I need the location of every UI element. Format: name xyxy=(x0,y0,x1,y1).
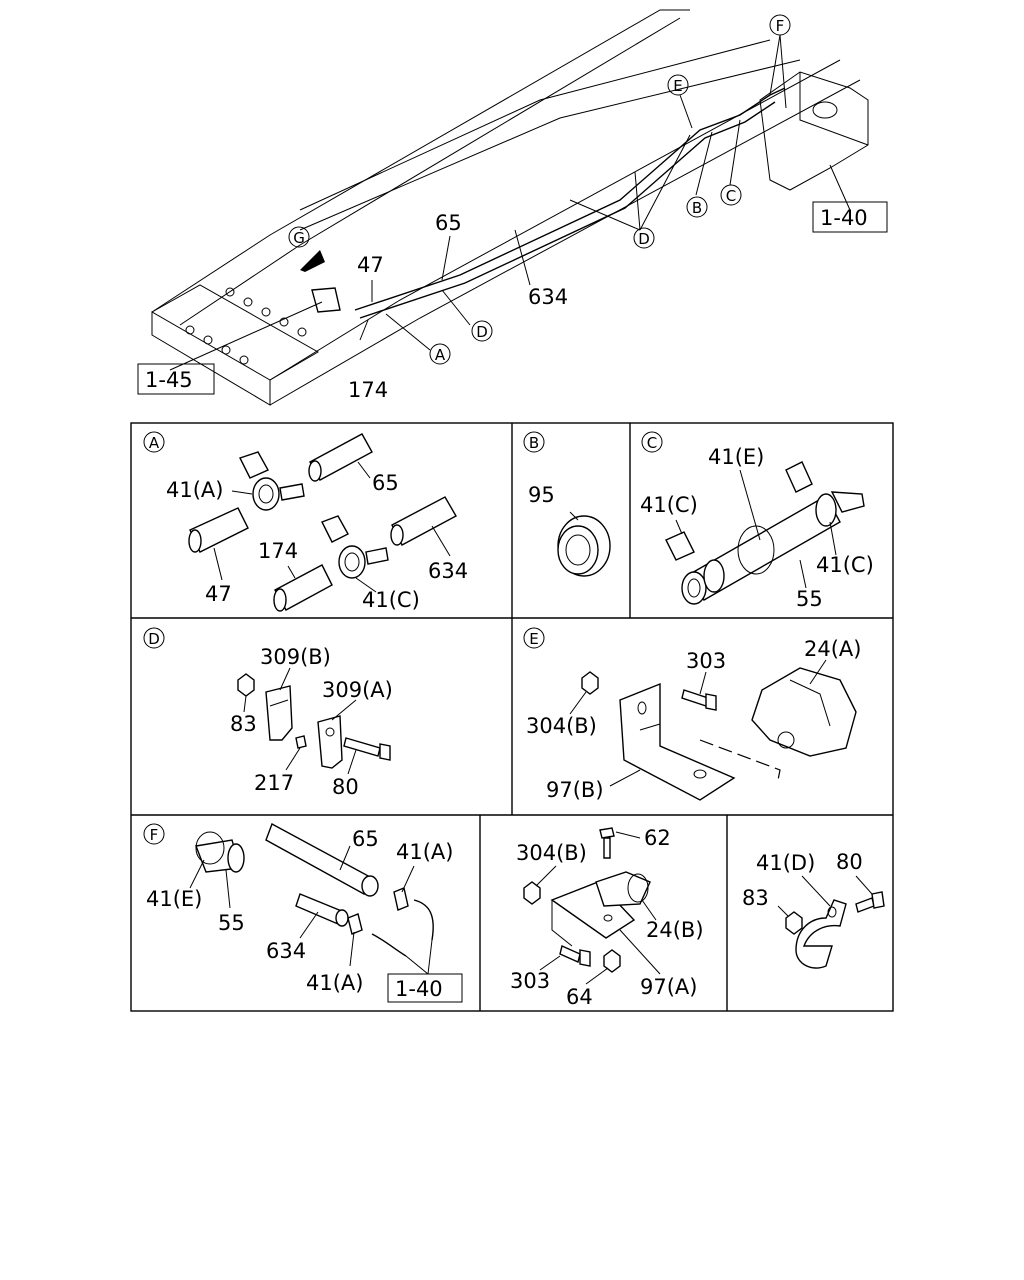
callout-g: G xyxy=(288,226,310,248)
panel-valve-bracket-label-303: 303 xyxy=(510,969,550,993)
panel-d: D 309(B) 309(A) 83 217 80 xyxy=(143,627,393,799)
panel-f-label-41a-bottom: 41(A) xyxy=(306,971,363,995)
panel-valve-bracket-label-62: 62 xyxy=(644,826,671,850)
callout-d-lower: D xyxy=(471,320,493,342)
panel-b-label-95: 95 xyxy=(528,483,555,507)
panel-d-label-83: 83 xyxy=(230,712,257,736)
panel-e-label-304b: 304(B) xyxy=(526,714,597,738)
panel-e-label-303: 303 xyxy=(686,649,726,673)
panel-f: F 65 41(A) 41(E) 55 634 41(A) 1-40 xyxy=(143,823,463,1003)
svg-text:A: A xyxy=(149,434,160,452)
label-65: 65 xyxy=(435,211,462,235)
svg-text:B: B xyxy=(529,434,539,452)
panel-a-label-65: 65 xyxy=(372,471,399,495)
callout-c: C xyxy=(720,184,742,206)
panel-c-letter: C xyxy=(641,431,663,453)
panel-c-label-41c-left: 41(C) xyxy=(640,493,698,517)
panel-a-label-41c: 41(C) xyxy=(362,588,420,612)
panel-c-label-41c-right: 41(C) xyxy=(816,553,874,577)
panel-valve-bracket-label-97a: 97(A) xyxy=(640,975,697,999)
panel-a: A 41(A) 65 174 634 47 41(C xyxy=(143,431,468,612)
panel-f-label-41a-top: 41(A) xyxy=(396,840,453,864)
callout-b: B xyxy=(686,196,708,218)
panel-d-label-309a: 309(A) xyxy=(322,678,393,702)
label-634: 634 xyxy=(528,285,568,309)
panel-e-letter: E xyxy=(523,627,545,649)
label-47: 47 xyxy=(357,253,384,277)
tank-ref-box xyxy=(812,201,888,233)
svg-text:F: F xyxy=(776,17,785,35)
panel-b-letter: B xyxy=(523,431,545,453)
callout-a: A xyxy=(429,343,451,365)
callout-f: F xyxy=(769,14,791,36)
tank-ref-label: 1-40 xyxy=(820,206,868,230)
panel-b: B 95 xyxy=(523,431,611,577)
svg-text:B: B xyxy=(692,199,702,217)
svg-text:F: F xyxy=(150,826,159,844)
panel-valve-bracket: 62 304(B) 24(B) 303 64 97(A) xyxy=(510,826,704,1009)
panel-c-label-55: 55 xyxy=(796,587,823,611)
panel-f-ref-label: 1-40 xyxy=(395,977,443,1001)
panel-a-label-174: 174 xyxy=(258,539,298,563)
panel-d-label-217: 217 xyxy=(254,771,294,795)
panel-clip-label-80: 80 xyxy=(836,850,863,874)
svg-text:D: D xyxy=(476,323,488,341)
panel-f-ref-box xyxy=(387,973,463,1003)
panel-a-label-41a: 41(A) xyxy=(166,478,223,502)
panel-valve-bracket-label-304b: 304(B) xyxy=(516,841,587,865)
panel-c: C 41(E) 41(C) 41(C) 55 xyxy=(640,431,874,611)
panel-c-label-41e: 41(E) xyxy=(708,445,764,469)
svg-text:D: D xyxy=(638,230,650,248)
panel-valve-bracket-label-64: 64 xyxy=(566,985,593,1009)
panel-a-label-634: 634 xyxy=(428,559,468,583)
panel-e-label-97b: 97(B) xyxy=(546,778,604,802)
overview-illustration: 65 47 634 174 1-45 1-40 G A D D B C xyxy=(137,9,888,406)
panel-f-label-41e: 41(E) xyxy=(146,887,202,911)
panel-f-label-55: 55 xyxy=(218,911,245,935)
label-174: 174 xyxy=(348,378,388,402)
panel-f-label-634: 634 xyxy=(266,939,306,963)
panel-e: E 303 24(A) 304(B) 97(B) xyxy=(523,627,861,802)
panel-a-letter: A xyxy=(143,431,165,453)
panel-f-label-65: 65 xyxy=(352,827,379,851)
svg-text:A: A xyxy=(435,346,446,364)
panel-d-label-309b: 309(B) xyxy=(260,645,331,669)
frame-ref-label: 1-45 xyxy=(145,368,193,392)
panel-f-letter: F xyxy=(143,823,165,845)
detail-grid xyxy=(130,422,894,1012)
panel-a-label-47: 47 xyxy=(205,582,232,606)
callout-e: E xyxy=(667,74,689,96)
panel-d-label-80: 80 xyxy=(332,775,359,799)
panel-clip-label-41d: 41(D) xyxy=(756,851,815,875)
svg-text:D: D xyxy=(148,630,160,648)
svg-text:G: G xyxy=(293,229,305,247)
svg-text:E: E xyxy=(529,630,538,648)
panel-clip: 41(D) 80 83 xyxy=(742,850,885,969)
svg-text:E: E xyxy=(673,77,682,95)
frame-ref-box xyxy=(137,363,215,395)
svg-text:C: C xyxy=(647,434,657,452)
svg-text:C: C xyxy=(726,187,736,205)
panel-clip-label-83: 83 xyxy=(742,886,769,910)
panel-e-label-24a: 24(A) xyxy=(804,637,861,661)
panel-valve-bracket-label-24b: 24(B) xyxy=(646,918,704,942)
callout-d-upper: D xyxy=(633,227,655,249)
panel-d-letter: D xyxy=(143,627,165,649)
